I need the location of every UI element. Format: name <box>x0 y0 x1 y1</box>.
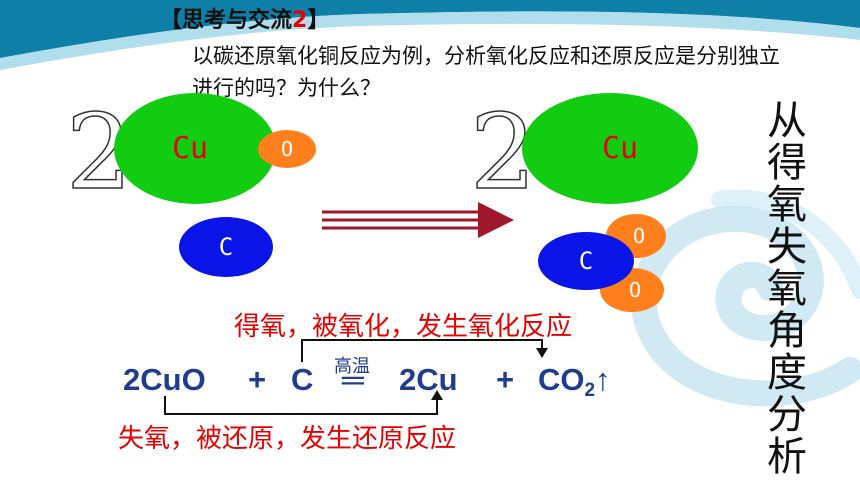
left-cu-atom: Cu <box>114 93 276 204</box>
right-cu-label: Cu <box>601 131 639 166</box>
title-number: 2 <box>292 8 308 33</box>
right-o-bottom-label: O <box>628 278 642 302</box>
side-vertical-text: 从得氧失氧角度分析 <box>767 98 807 480</box>
header-wave-decoration <box>0 0 860 70</box>
right-c-label: C <box>578 247 594 275</box>
co2-base: CO <box>538 362 585 397</box>
equation-plus-2: + <box>496 362 515 397</box>
right-c-atom: C <box>538 232 634 290</box>
left-o-atom: O <box>258 130 316 168</box>
equation-equals: ═ <box>342 362 364 397</box>
equation-reactant-c: C <box>291 362 314 397</box>
left-c-atom: C <box>179 217 273 277</box>
left-cu-label: Cu <box>171 131 209 166</box>
title-text: 【思考与交流 <box>160 8 293 33</box>
reaction-arrow <box>322 202 514 238</box>
oxidation-annotation: 得氧，被氧化，发生氧化反应 <box>234 312 573 342</box>
title-bracket: 】 <box>307 8 330 33</box>
reduction-annotation: 失氧，被还原，发生还原反应 <box>118 424 457 454</box>
right-cu-atom: Cu <box>522 93 698 204</box>
right-o-top-label: O <box>632 224 646 248</box>
equation-product-co2: CO2↑ <box>538 362 611 402</box>
equation-plus-1: + <box>248 362 267 397</box>
gas-up-arrow-icon: ↑ <box>595 362 611 397</box>
equation-condition: 高温 <box>334 356 370 377</box>
left-c-label: C <box>218 233 234 261</box>
equation-reactant-cuo: 2CuO <box>123 362 206 397</box>
section-title: 【思考与交流2】 <box>160 2 329 34</box>
left-o-label: O <box>280 137 294 161</box>
swirl-decoration <box>631 189 860 407</box>
co2-subscript: 2 <box>584 380 596 401</box>
equation-product-cu: 2Cu <box>399 362 458 397</box>
